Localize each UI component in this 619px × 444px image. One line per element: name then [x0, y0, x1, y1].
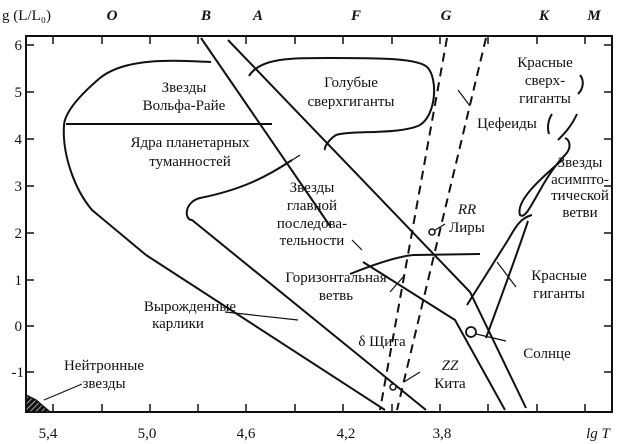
- zz-ceti-label: ZZ: [442, 358, 459, 374]
- red-giants-line: [485, 220, 529, 339]
- cepheids-label: Цефеиды: [477, 116, 537, 132]
- red-giants-label: гиганты: [533, 286, 585, 302]
- spectral-class: B: [200, 8, 211, 24]
- agb-label: ветви: [562, 205, 597, 221]
- zz-ceti-label: Кита: [434, 376, 466, 392]
- instability-strip-right: [396, 37, 487, 411]
- x-tick-label: 5,0: [138, 426, 157, 442]
- red-supergiants-label: сверх-: [525, 73, 565, 89]
- sun-label: Солнце: [523, 346, 571, 362]
- wolf-rayet-boundary: [62, 59, 212, 256]
- white-dwarf-line: [145, 254, 386, 411]
- rr-lyrae-label: RR: [457, 202, 476, 218]
- main-sequence-lower-line: [362, 261, 506, 411]
- red-supergiants-label: Красные: [517, 55, 573, 71]
- sun-marker: [465, 326, 477, 338]
- plot-frame: [25, 35, 613, 413]
- x-tick-labels: 5,4 5,0 4,6 4,2 3,8: [39, 426, 452, 442]
- planetary-nuclei-label: туманностей: [149, 154, 231, 170]
- white-dwarfs-label: карлики: [152, 316, 204, 332]
- x-axis-label: lg T: [586, 426, 611, 442]
- blue-supergiants-label: сверхгиганты: [308, 94, 395, 110]
- y-tick-label: 2: [15, 226, 23, 242]
- spectral-class: G: [441, 8, 452, 24]
- y-tick-label: 1: [15, 273, 23, 289]
- neutron-stars-label: звезды: [82, 376, 125, 392]
- neutron-stars-label: Нейтронные: [64, 358, 144, 374]
- white-dwarfs-label: Вырожденные: [144, 299, 236, 315]
- wolf-rayet-label: Вольфа-Райе: [143, 98, 226, 114]
- zz-ceti-marker: [389, 383, 397, 391]
- x-tick-label: 3,8: [433, 426, 452, 442]
- agb-label: тической: [551, 188, 609, 204]
- spectral-class-labels: O B A F G K M: [107, 8, 602, 24]
- instability-strip-left: [379, 37, 448, 411]
- spectral-class: A: [252, 8, 263, 24]
- planetary-nuclei-label: Ядра планетарных: [131, 135, 250, 151]
- red-supergiants-label: гиганты: [519, 91, 571, 107]
- spectral-class: M: [586, 8, 601, 24]
- y-tick-label: -1: [12, 365, 25, 381]
- rr-lyrae-label: Лиры: [449, 220, 485, 236]
- agb-line: [466, 214, 533, 306]
- blue-supergiants-label: Голубые: [324, 75, 378, 91]
- y-tick-label: 6: [15, 38, 23, 54]
- blue-supergiants-boundary: [248, 56, 436, 151]
- rr-lyrae-marker: [428, 228, 436, 236]
- horizontal-branch-label: Горизонтальная: [285, 270, 386, 286]
- tick-marks: [26, 36, 612, 412]
- y-tick-label: 4: [15, 132, 23, 148]
- y-tick-label: 3: [15, 179, 23, 195]
- y-tick-labels: 6 5 4 3 2 1 0 -1: [12, 38, 25, 381]
- spectral-class: O: [107, 8, 118, 24]
- region-labels: Звезды Вольфа-Райе Ядра планетарных тума…: [64, 55, 609, 392]
- spectral-class: F: [350, 8, 361, 24]
- red-supergiants-outline: [518, 137, 571, 217]
- leader-lines: [43, 89, 517, 401]
- main-sequence-label: Звезды: [290, 180, 335, 196]
- red-supergiants-bracket: [547, 74, 584, 141]
- y-axis-label: g (L/L₀): [2, 8, 51, 24]
- delta-scuti-label: δ Щита: [358, 334, 406, 350]
- main-sequence-label: главной: [287, 198, 337, 214]
- main-sequence-edge: [227, 39, 527, 409]
- agb-label: асимпто-: [551, 172, 609, 188]
- horizontal-branch: [349, 253, 481, 275]
- wolf-rayet-label: Звезды: [162, 80, 207, 96]
- neutron-stars-region: [25, 393, 53, 413]
- region-curves: [25, 37, 584, 413]
- agb-label: Звезды: [558, 155, 603, 171]
- y-tick-label: 5: [15, 85, 23, 101]
- y-tick-label: 0: [15, 319, 23, 335]
- x-tick-label: 4,6: [237, 426, 256, 442]
- main-sequence-label: последова-: [277, 216, 347, 232]
- horizontal-branch-label: ветвь: [319, 288, 353, 304]
- main-sequence-label: тельности: [280, 233, 345, 249]
- white-dwarf-line-2: [185, 159, 427, 411]
- red-giants-label: Красные: [531, 268, 587, 284]
- main-sequence-upper-line: [200, 37, 331, 227]
- spectral-class: K: [538, 8, 550, 24]
- x-tick-label: 5,4: [39, 426, 58, 442]
- x-tick-label: 4,2: [337, 426, 356, 442]
